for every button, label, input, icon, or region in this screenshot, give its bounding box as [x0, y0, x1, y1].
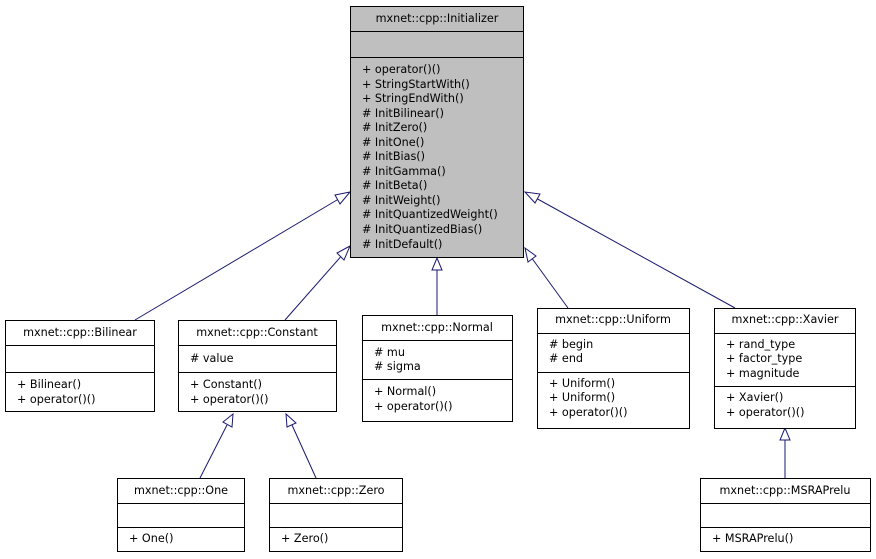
class-zero[interactable]: mxnet::cpp::Zero + Zero() — [269, 478, 403, 552]
class-one[interactable]: mxnet::cpp::One + One() — [117, 478, 245, 552]
class-name: mxnet::cpp::Initializer — [376, 12, 499, 25]
method-uniform-1: + Uniform() — [549, 377, 615, 390]
class-name: mxnet::cpp::Uniform — [555, 313, 671, 326]
attribute-value: # value — [190, 352, 234, 365]
edge-zero-to-constant — [285, 412, 317, 479]
edge-one-to-constant — [199, 412, 234, 479]
edge-msraprelu-to-xavier — [779, 426, 791, 478]
method-operator: + operator()() — [726, 406, 805, 419]
method-operator: + operator()() — [17, 393, 96, 406]
method-operator: + operator()() — [549, 406, 628, 419]
method-initzero: # InitZero() — [362, 121, 427, 134]
method-one: + One() — [129, 532, 173, 545]
class-constant[interactable]: mxnet::cpp::Constant # value + Constant(… — [178, 320, 337, 412]
edge-bilinear-to-initializer — [134, 191, 352, 321]
method-initquantizedbias: # InitQuantizedBias() — [362, 223, 482, 236]
method-initdefault: # InitDefault() — [362, 238, 442, 251]
method-initweight: # InitWeight() — [362, 194, 441, 207]
edge-xavier-to-initializer — [523, 191, 736, 309]
class-normal[interactable]: mxnet::cpp::Normal # mu # sigma + Normal… — [362, 315, 513, 422]
class-msraprelu[interactable]: mxnet::cpp::MSRAPrelu + MSRAPrelu() — [700, 478, 871, 552]
method-operator: + operator()() — [190, 393, 269, 406]
attribute-begin: # begin — [549, 338, 593, 351]
class-initializer[interactable]: mxnet::cpp::Initializer + operator()() +… — [350, 6, 524, 258]
method-initquantizedweight: # InitQuantizedWeight() — [362, 208, 498, 221]
method-constant: + Constant() — [190, 378, 262, 391]
method-msraprelu: + MSRAPrelu() — [712, 532, 793, 545]
class-name: mxnet::cpp::Xavier — [731, 313, 838, 326]
method-initone: # InitOne() — [362, 136, 424, 149]
method-stringstartwith: + StringStartWith() — [362, 78, 470, 91]
class-name: mxnet::cpp::Constant — [196, 326, 318, 339]
class-name: mxnet::cpp::MSRAPrelu — [719, 484, 850, 497]
class-bilinear[interactable]: mxnet::cpp::Bilinear + Bilinear() + oper… — [5, 320, 155, 412]
method-zero: + Zero() — [281, 532, 328, 545]
attribute-rand-type: + rand_type — [726, 338, 795, 351]
method-xavier: + Xavier() — [726, 391, 783, 404]
method-operator: + operator()() — [374, 400, 453, 413]
method-stringendwith: + StringEndWith() — [362, 92, 464, 105]
class-name: mxnet::cpp::One — [134, 484, 228, 497]
method-normal: + Normal() — [374, 385, 436, 398]
edge-uniform-to-initializer — [524, 246, 569, 309]
attribute-sigma: # sigma — [374, 360, 421, 373]
method-initbeta: # InitBeta() — [362, 179, 427, 192]
method-initbilinear: # InitBilinear() — [362, 107, 444, 120]
edge-constant-to-initializer — [284, 244, 352, 321]
attribute-magnitude: + magnitude — [726, 367, 800, 380]
attribute-mu: # mu — [374, 346, 405, 359]
class-name: mxnet::cpp::Zero — [287, 484, 384, 497]
class-uniform[interactable]: mxnet::cpp::Uniform # begin # end + Unif… — [537, 308, 690, 429]
method-uniform-2: + Uniform() — [549, 391, 615, 404]
method-operator: + operator()() — [362, 63, 441, 76]
method-bilinear: + Bilinear() — [17, 378, 81, 391]
attribute-factor-type: + factor_type — [726, 352, 802, 365]
class-name: mxnet::cpp::Normal — [381, 321, 493, 334]
edge-normal-to-initializer — [431, 256, 443, 315]
method-initbias: # InitBias() — [362, 150, 425, 163]
class-xavier[interactable]: mxnet::cpp::Xavier + rand_type + factor_… — [714, 308, 856, 429]
attribute-end: # end — [549, 352, 583, 365]
method-initgamma: # InitGamma() — [362, 165, 446, 178]
class-name: mxnet::cpp::Bilinear — [23, 326, 137, 339]
